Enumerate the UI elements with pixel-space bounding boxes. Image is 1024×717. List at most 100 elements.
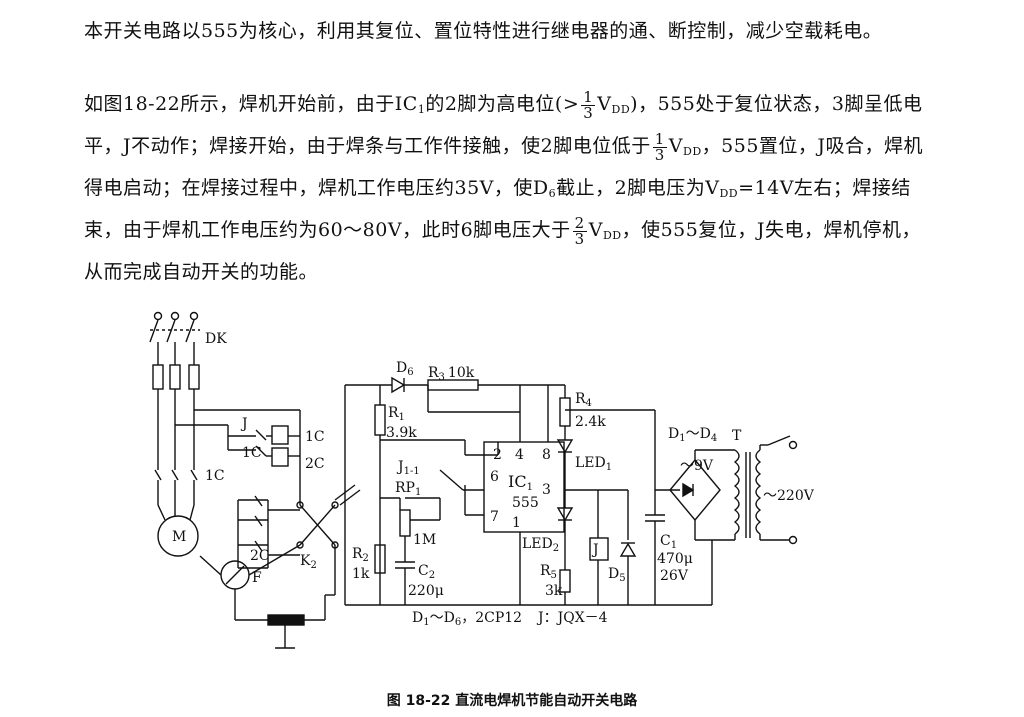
label-2c: 2C xyxy=(305,456,325,472)
label-d5: D5 xyxy=(608,566,626,584)
led2 xyxy=(556,507,574,522)
switch-blade xyxy=(185,319,195,343)
resistor-r4 xyxy=(559,397,571,427)
label-d6: D6 xyxy=(396,360,414,378)
fraction-den: 3 xyxy=(654,145,665,164)
label-f: F xyxy=(252,570,262,586)
text-seg: V xyxy=(597,93,612,115)
label-dk: DK xyxy=(205,331,227,347)
label-r2-value: 1k xyxy=(352,566,370,582)
led1 xyxy=(556,439,574,454)
label-r5-value: 3k xyxy=(545,583,563,599)
label-c1: C1 xyxy=(660,533,677,551)
fuse xyxy=(188,364,200,390)
figure-caption: 图 18-22 直流电焊机节能自动开关电路 xyxy=(386,693,638,709)
label-1c: 1C xyxy=(205,468,225,484)
label-r2: R2 xyxy=(352,546,369,564)
label-ac9: ～9V xyxy=(680,458,714,474)
text-sub: 6 xyxy=(548,187,557,200)
text-sub: DD xyxy=(719,187,739,200)
label-ic-pin6: 6 xyxy=(490,469,499,485)
label-ic-pin4: 4 xyxy=(515,447,524,463)
label-ic-pin7: 7 xyxy=(490,509,499,525)
fraction-den: 3 xyxy=(574,229,585,248)
label-r1: R1 xyxy=(388,405,405,423)
resistor-r3 xyxy=(427,379,479,391)
label-ic-pin8: 8 xyxy=(542,447,551,463)
relay-j xyxy=(589,537,609,561)
label-1c: 1C xyxy=(242,445,262,461)
label-relay-j: J xyxy=(591,542,599,558)
label-c1-volt: 26V xyxy=(660,568,689,584)
text-sub: 1 xyxy=(417,103,426,116)
label-note-diodes: D1～D6，2CP12 xyxy=(412,610,522,628)
resistor-r2 xyxy=(374,544,386,574)
relay-coil xyxy=(271,447,289,467)
label-k2: K2 xyxy=(300,553,317,571)
label-ac220: ～220V xyxy=(763,488,815,504)
label-r4: R4 xyxy=(575,391,592,409)
fuse xyxy=(169,364,181,390)
label-c2: C2 xyxy=(418,563,435,581)
text-seg: 如图18-22所示，焊机开始前，由于IC xyxy=(84,93,418,115)
label-rp1-value: 1M xyxy=(413,532,436,548)
terminal xyxy=(189,311,199,321)
text-sub: DD xyxy=(611,103,631,116)
fraction-den: 3 xyxy=(583,103,594,122)
label-c2-value: 220μ xyxy=(408,583,444,599)
text-seg: 截止，2脚电压为V xyxy=(556,177,720,199)
relay-coil xyxy=(271,425,289,445)
label-note-relay: J：JQX－4 xyxy=(536,610,608,626)
transformer-primary xyxy=(755,449,762,535)
text-seg: =14V左右；焊接结束，由于焊机工作电压约为60～80V，此时6脚电压大于 xyxy=(84,177,911,241)
paragraph-intro: 本开关电路以555为核心，利用其复位、置位特性进行继电器的通、断控制，减少空载耗… xyxy=(84,20,883,42)
switch-blade xyxy=(166,319,176,343)
diode-d5 xyxy=(619,542,637,557)
label-j11: J1-1 xyxy=(396,459,420,477)
label-led1: LED1 xyxy=(575,455,612,473)
label-j: J xyxy=(240,416,248,432)
label-d1d4: D1～D4 xyxy=(668,426,717,444)
label-ic-pin2: 2 xyxy=(493,447,502,463)
label-1c: 1C xyxy=(305,429,325,445)
text-seg: V xyxy=(668,135,683,157)
fraction-num: 1 xyxy=(652,129,667,148)
label-r5: R5 xyxy=(540,563,557,581)
text-seg: V xyxy=(588,219,603,241)
potentiometer-rp1 xyxy=(399,509,411,537)
k2-blade xyxy=(299,504,336,546)
text-seg: 的2脚为高电位(> xyxy=(425,93,580,115)
switch-blade xyxy=(149,319,159,343)
label-ic-name: IC1 xyxy=(508,472,533,493)
label-r1-value: 3.9k xyxy=(386,425,417,441)
label-r4-value: 2.4k xyxy=(575,414,606,430)
label-ic-pin1: 1 xyxy=(512,515,521,531)
label-c1-value: 470μ xyxy=(657,551,693,567)
diode-d6 xyxy=(391,376,406,394)
terminal xyxy=(170,311,180,321)
text-seg: ，555置位，J吸合，焊机得电启动；在焊接过程中，焊机工作电压约35V，使D xyxy=(84,135,924,199)
label-led2: LED2 xyxy=(522,536,559,554)
text-seg: ，使555复位，J失电，焊机停机，从而完成自动开关的功能。 xyxy=(84,219,921,283)
fraction-num: 1 xyxy=(581,87,596,106)
transformer-secondary xyxy=(733,449,740,535)
motor xyxy=(157,515,199,557)
label-ic-type: 555 xyxy=(512,495,539,511)
fraction-num: 2 xyxy=(572,213,587,232)
label-rp1: RP1 xyxy=(395,480,421,498)
label-t: T xyxy=(732,428,742,444)
text-sub: DD xyxy=(683,145,702,158)
terminal xyxy=(153,311,163,321)
text-seg: )，555处于复位状态，3脚呈低电平，J不动作；焊接开始，由于焊条与工作件接触，… xyxy=(84,93,923,157)
resistor-r1 xyxy=(374,404,386,436)
ic-555 xyxy=(483,441,565,533)
welding-electrode xyxy=(267,614,305,626)
label-2c: 2C xyxy=(250,548,270,564)
fuse xyxy=(152,364,164,390)
